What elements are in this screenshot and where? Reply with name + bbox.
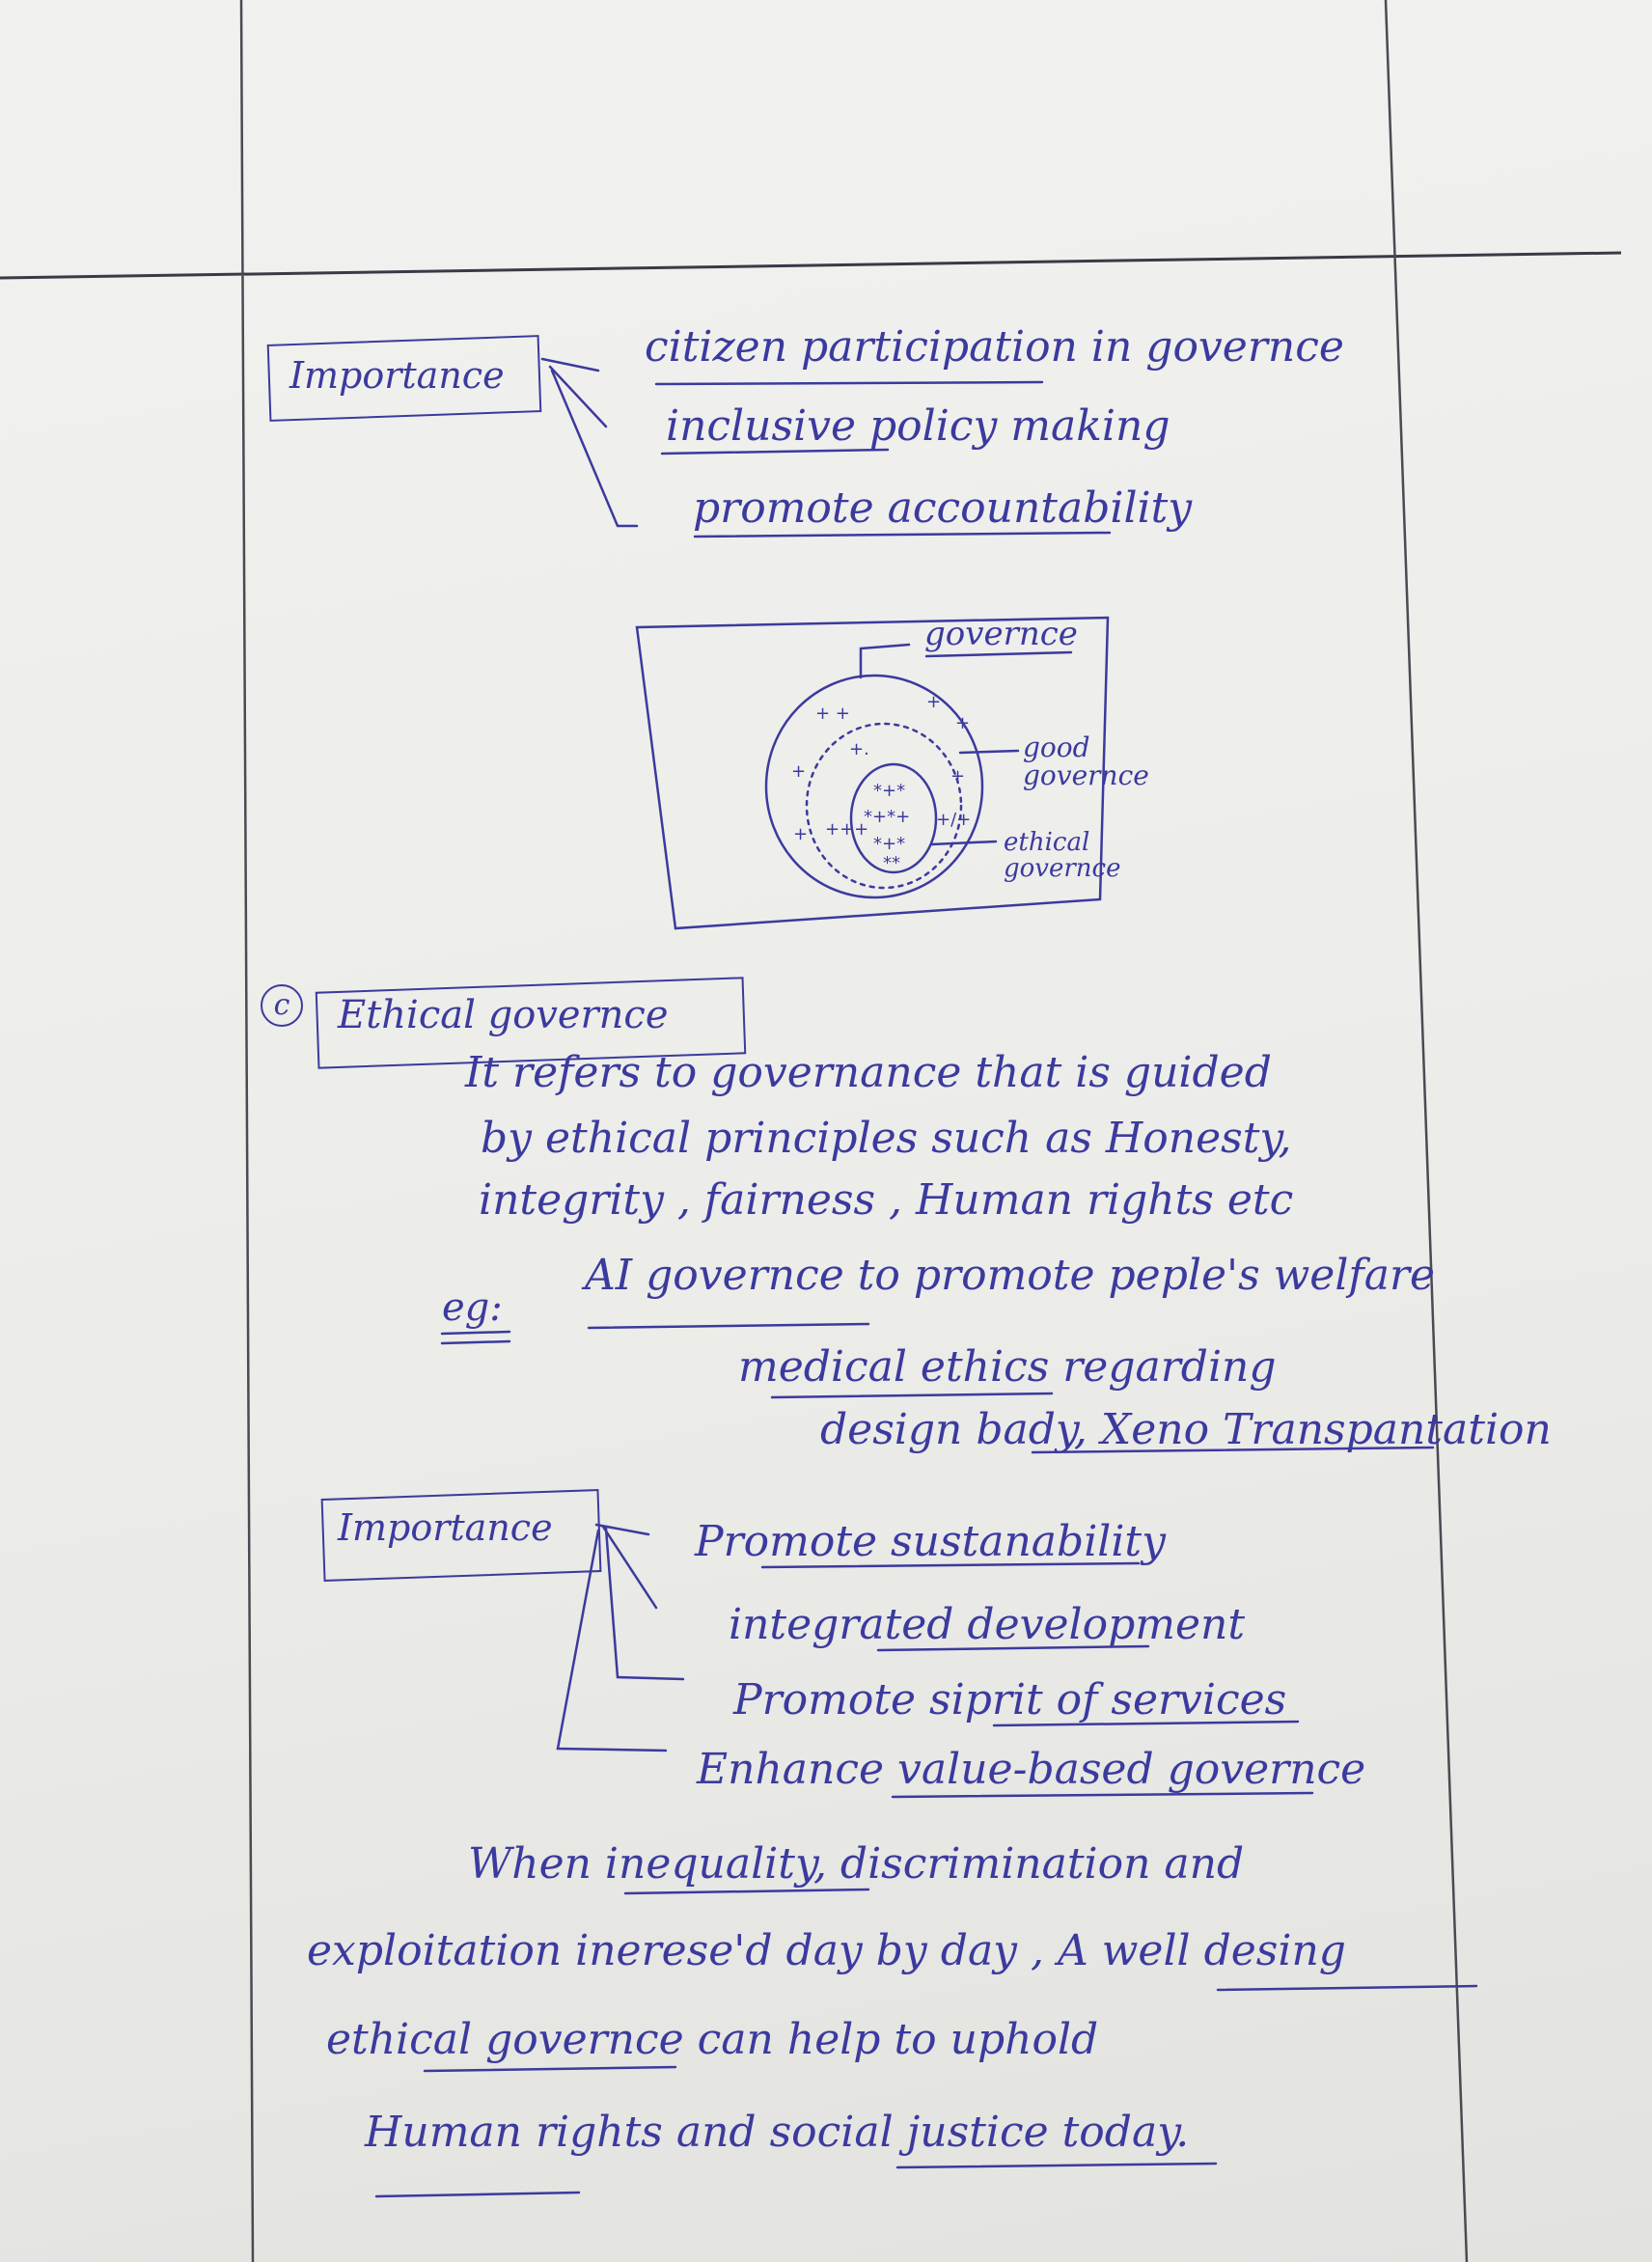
- diagram-frame: [635, 616, 1110, 930]
- arrow-s3-2: [601, 1525, 658, 1610]
- importance2-point-3: Promote siprit of services: [733, 1675, 1287, 1724]
- diagram-arrow-good: [958, 749, 1020, 755]
- arrow-s3-1: [594, 1523, 650, 1536]
- importance-heading: Importance: [289, 354, 505, 397]
- importance-point-3: promote accountability: [693, 483, 1193, 533]
- ethical-governance-ring: [849, 762, 938, 874]
- svg-text:*+*+: *+*+: [864, 807, 910, 827]
- conclusion-line-4: Human rights and social justice today.: [365, 2108, 1190, 2157]
- example-line-3: design bady, Xeno Transpantation: [820, 1405, 1552, 1454]
- good-governance-ring: [805, 722, 963, 890]
- svg-text:**: **: [883, 853, 900, 873]
- importance-point-1: citizen participation in governce: [645, 322, 1344, 372]
- top-margin-line: [0, 251, 1622, 280]
- svg-text:*+*: *+*: [873, 834, 905, 854]
- importance2-point-4: Enhance value-based governce: [697, 1745, 1366, 1794]
- definition-line-1: It refers to governance that is guided: [465, 1048, 1272, 1097]
- importance2-point-1: Promote sustanability: [695, 1517, 1166, 1566]
- svg-text:+/+: +/+: [936, 810, 971, 830]
- svg-text:+: +: [791, 761, 806, 782]
- svg-text:+: +: [955, 713, 970, 733]
- arrow-3: [550, 369, 639, 528]
- ethical-heading: Ethical governce: [338, 993, 669, 1037]
- importance-heading-2: Importance: [338, 1506, 553, 1549]
- example-line-2: medical ethics regarding: [738, 1342, 1277, 1392]
- left-margin-line: [239, 0, 255, 2262]
- svg-text:+ +: + +: [815, 703, 850, 724]
- example-label: eg:: [442, 1285, 503, 1330]
- svg-text:+.: +.: [849, 739, 869, 759]
- right-margin-line: [1384, 0, 1469, 2262]
- conclusion-line-2: exploitation inerese'd day by day , A we…: [307, 1926, 1346, 1975]
- arrow-s3-4: [556, 1529, 668, 1752]
- diagram-label-ethical-governance: ethical governce: [1004, 828, 1121, 884]
- example-line-1: AI governce to promote peple's welfare: [585, 1251, 1436, 1300]
- importance2-point-2: integrated development: [729, 1600, 1246, 1649]
- diagram-arrow-governance: [859, 643, 911, 679]
- section-marker: c: [261, 984, 303, 1027]
- diagram-arrow-ethical: [929, 840, 998, 846]
- conclusion-line-1: When inequality, discrimination and: [468, 1839, 1245, 1889]
- conclusion-line-3: ethical governce can help to uphold: [326, 2015, 1099, 2064]
- svg-text:+: +: [793, 824, 808, 844]
- svg-text:*+*: *+*: [873, 781, 905, 801]
- diagram-label-good-governance: good governce: [1023, 731, 1149, 792]
- governance-ring: [764, 674, 984, 899]
- svg-text:+: +: [950, 766, 965, 786]
- definition-line-2: by ethical principles such as Honesty,: [481, 1114, 1292, 1163]
- arrow-1: [540, 357, 600, 372]
- arrow-s3-3: [604, 1527, 685, 1681]
- diagram-label-governance: governce: [924, 615, 1078, 653]
- svg-text:+: +: [926, 692, 941, 712]
- svg-text:+++: +++: [825, 819, 868, 840]
- importance-point-2: inclusive policy making: [666, 401, 1170, 451]
- definition-line-3: integrity , fairness , Human rights etc: [479, 1175, 1294, 1225]
- arrow-2: [548, 365, 608, 428]
